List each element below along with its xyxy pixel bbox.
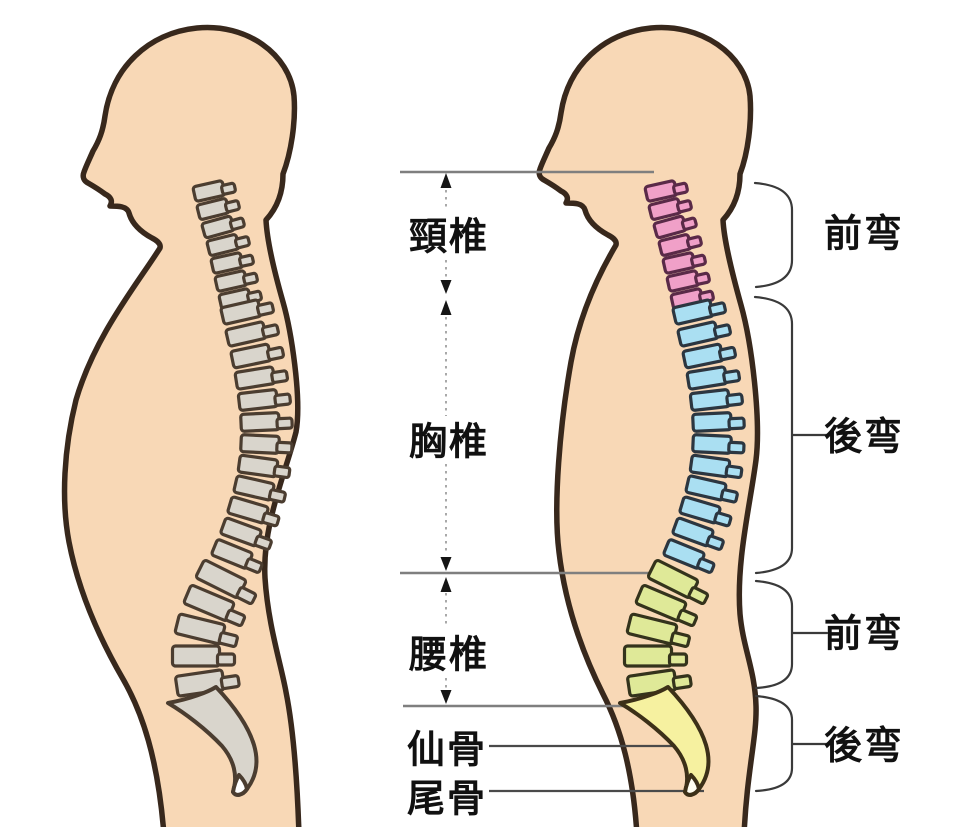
bracket-lumbar-lordosis <box>754 579 829 690</box>
right-figure-spine <box>618 179 746 797</box>
label-lumbar: 腰椎 <box>409 632 489 676</box>
arrow-down-icon <box>440 557 452 571</box>
bracket-sacral-kyphosis <box>754 694 829 793</box>
arrow-up-icon <box>440 577 452 592</box>
bracket-cervical-lordosis <box>753 181 794 289</box>
arrow-up-icon <box>440 300 452 315</box>
label-lumbar-lordosis: 前弯 <box>824 611 904 655</box>
label-thoracic: 胸椎 <box>409 419 489 463</box>
label-coccyx: 尾骨 <box>407 776 487 820</box>
arrow-down-icon <box>440 280 452 294</box>
label-cervical: 頸椎 <box>409 214 489 258</box>
bracket-thoracic-kyphosis <box>753 295 829 575</box>
right-figure-body <box>536 24 761 827</box>
label-sacrum: 仙骨 <box>407 727 487 771</box>
left-figure-spine <box>166 179 294 797</box>
label-thoracic-kyphosis: 後弯 <box>824 414 904 458</box>
arrow-up-icon <box>440 173 452 188</box>
label-sacral-kyphosis: 後弯 <box>824 723 904 767</box>
arrow-down-icon <box>440 690 452 704</box>
label-cervical-lordosis: 前弯 <box>824 211 904 255</box>
